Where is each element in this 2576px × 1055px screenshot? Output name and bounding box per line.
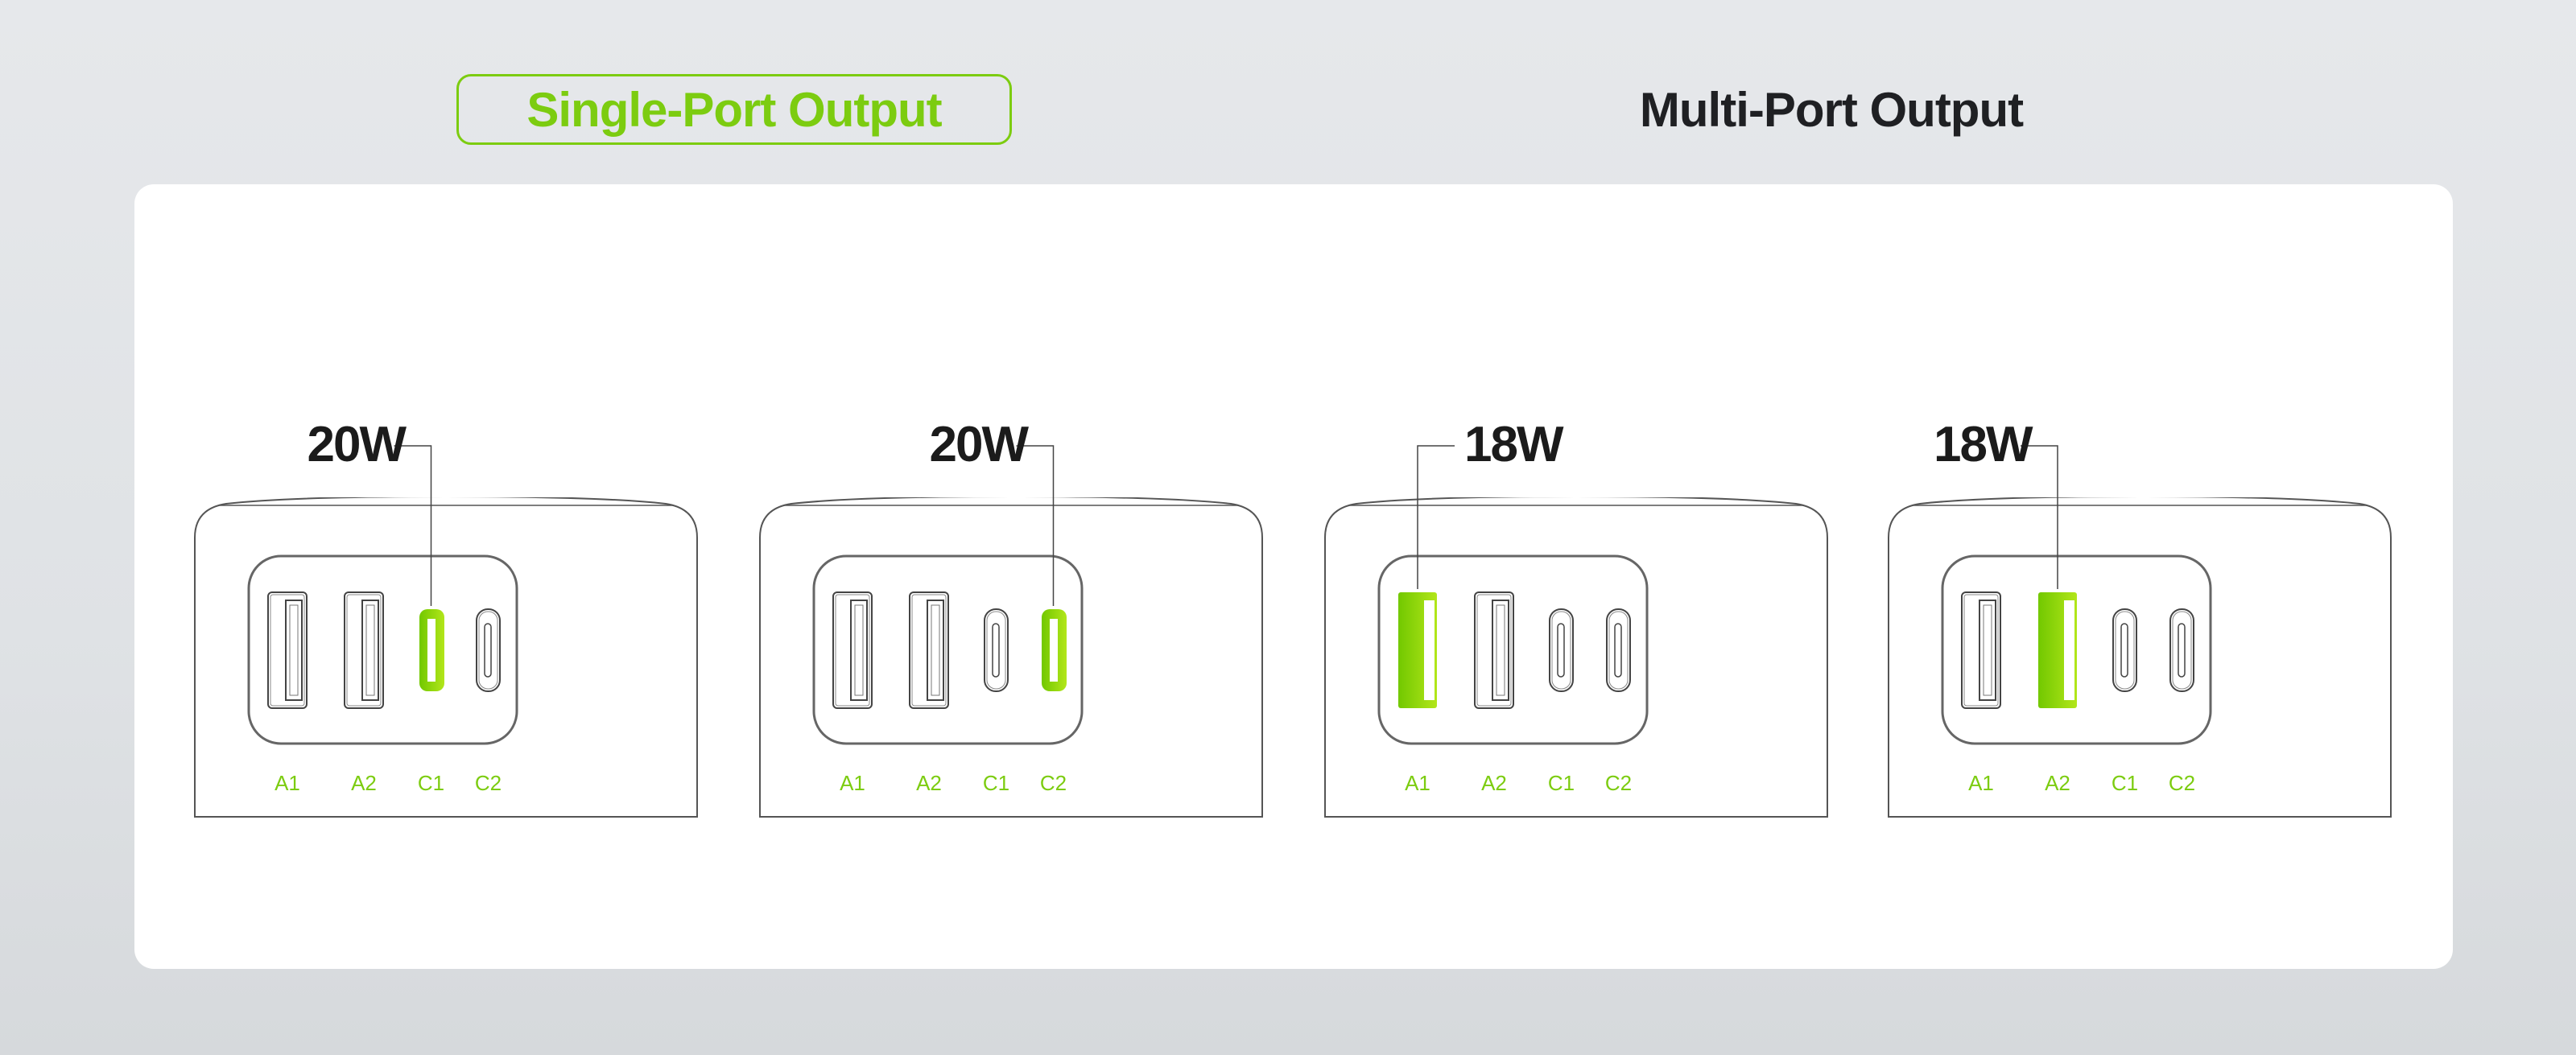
port-label-a1: A1 [275, 771, 300, 795]
port-a2 [344, 591, 384, 709]
port-label-a2: A2 [916, 771, 942, 795]
port-a1 [267, 591, 308, 709]
port-a2 [909, 591, 949, 709]
port-label-c1: C1 [2111, 771, 2139, 795]
wattage-label: 20W [929, 417, 1029, 472]
port-label-a2: A2 [2045, 771, 2070, 795]
port-a2-highlighted [2038, 592, 2077, 708]
charger-body [1324, 497, 1828, 818]
port-c1 [2112, 608, 2137, 692]
port-label-c1: C1 [1547, 771, 1575, 795]
port-label-a2: A2 [1481, 771, 1507, 795]
wattage-label: 18W [1464, 417, 1563, 472]
port-c1 [984, 608, 1009, 692]
charger-body [1888, 497, 2392, 818]
charger-body [194, 497, 698, 818]
port-label-c2: C2 [2168, 771, 2196, 795]
charger-diagram [759, 497, 1263, 818]
port-label-c2: C2 [1604, 771, 1633, 795]
port-label-c1: C1 [982, 771, 1010, 795]
port-c2 [2169, 608, 2194, 692]
charger-diagram [1888, 497, 2392, 818]
port-c1-highlighted [419, 609, 444, 691]
port-c2 [476, 608, 501, 692]
charger-diagram [1324, 497, 1828, 818]
tab-multi-port-output[interactable]: Multi-Port Output [1639, 82, 2024, 137]
port-a1-highlighted [1398, 592, 1437, 708]
port-label-a1: A1 [840, 771, 865, 795]
charger-body [759, 497, 1263, 818]
port-c1 [1549, 608, 1574, 692]
port-a2 [1474, 591, 1514, 709]
port-label-a1: A1 [1968, 771, 1994, 795]
port-c2 [1606, 608, 1631, 692]
port-a1 [832, 591, 873, 709]
port-c2-highlighted [1042, 609, 1067, 691]
port-label-c2: C2 [474, 771, 502, 795]
port-a1 [1961, 591, 2001, 709]
port-label-a2: A2 [351, 771, 377, 795]
tab-single-port-output[interactable]: Single-Port Output [456, 74, 1012, 145]
port-label-c1: C1 [417, 771, 445, 795]
wattage-label: 20W [307, 417, 407, 472]
port-label-c2: C2 [1039, 771, 1067, 795]
charger-diagram [194, 497, 698, 818]
port-label-a1: A1 [1405, 771, 1430, 795]
wattage-label: 18W [1934, 417, 2033, 472]
